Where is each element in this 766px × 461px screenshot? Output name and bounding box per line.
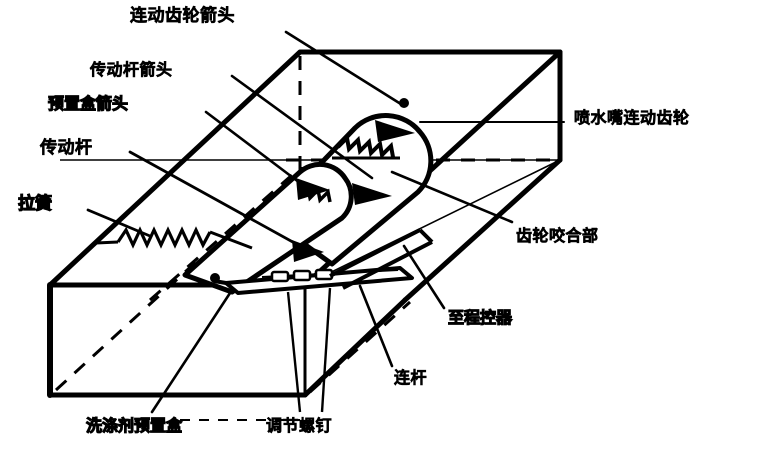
leader-tension-spring bbox=[86, 208, 152, 238]
leader-drive-rod bbox=[128, 150, 302, 248]
label-preset-box-arrow: 预置盒箭头 bbox=[47, 94, 129, 113]
leader-lines bbox=[86, 30, 565, 414]
tension-spring-part bbox=[95, 226, 253, 250]
label-drive-rod-arrow: 传动杆箭头 bbox=[90, 60, 173, 79]
label-detergent-preset-box: 洗涤剂预置盒 bbox=[85, 416, 183, 435]
label-adjusting-screw: 调节螺钉 bbox=[266, 416, 333, 435]
leader-detergent-box bbox=[150, 288, 234, 414]
leader-connecting-rod bbox=[358, 284, 394, 368]
leader-drive-rod-arrow bbox=[230, 74, 374, 180]
label-connecting-rod: 连杆 bbox=[394, 368, 428, 387]
connecting-rod-part bbox=[329, 228, 434, 290]
label-tension-spring: 拉簧 bbox=[17, 194, 52, 214]
leader-preset-box-arrow bbox=[204, 110, 306, 188]
adjusting-screw-part bbox=[286, 287, 332, 413]
leader-program-controller bbox=[402, 244, 446, 310]
leader-gear-mesh bbox=[390, 170, 514, 224]
label-gear-mesh-section: 齿轮咬合部 bbox=[516, 226, 599, 245]
label-spray-nozzle-linkage-gear: 喷水嘴连动齿轮 bbox=[574, 108, 690, 127]
label-drive-rod: 传动杆 bbox=[40, 138, 93, 158]
mesh-arrow-marks bbox=[292, 120, 415, 262]
leader-linkage-gear-arrow bbox=[284, 30, 406, 108]
label-to-program-controller: 至程控器 bbox=[447, 308, 513, 327]
label-linkage-gear-arrow: 连动齿轮箭头 bbox=[130, 6, 235, 26]
